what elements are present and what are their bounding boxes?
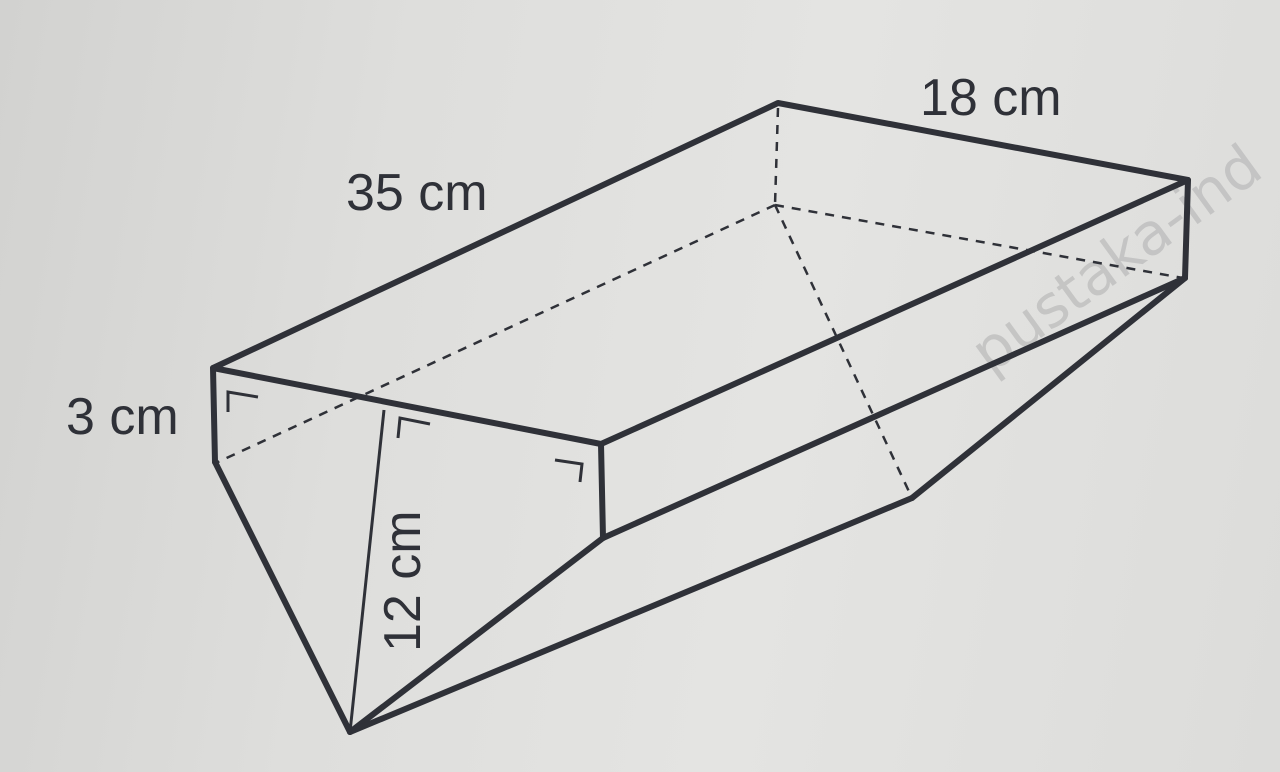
edge-right-vertical [1182,177,1191,281]
hidden-edge-back-vertical [773,107,780,206]
edge-left-vertical [210,365,218,465]
edge-bottom-ridge [347,495,915,735]
edge-wedge-right [909,275,1188,501]
label-length: 35 cm [346,164,488,222]
hidden-edge-back-slant [773,204,914,499]
label-width: 18 cm [920,69,1062,127]
edge-wedge-left [212,459,353,735]
edge-front-lower [600,275,1188,541]
right-angle-marker-front [554,458,584,483]
edge-front-vertical [598,441,606,541]
label-side-height: 3 cm [66,388,179,446]
hidden-edge-back-left [217,203,776,464]
right-angle-marker-left [226,390,259,412]
hidden-edge-back-right [774,203,1184,280]
right-angle-marker-middle [396,416,431,439]
slant-height-line [348,409,386,733]
label-slant-height: 12 cm [374,510,432,652]
edge-wedge-front [347,535,606,735]
